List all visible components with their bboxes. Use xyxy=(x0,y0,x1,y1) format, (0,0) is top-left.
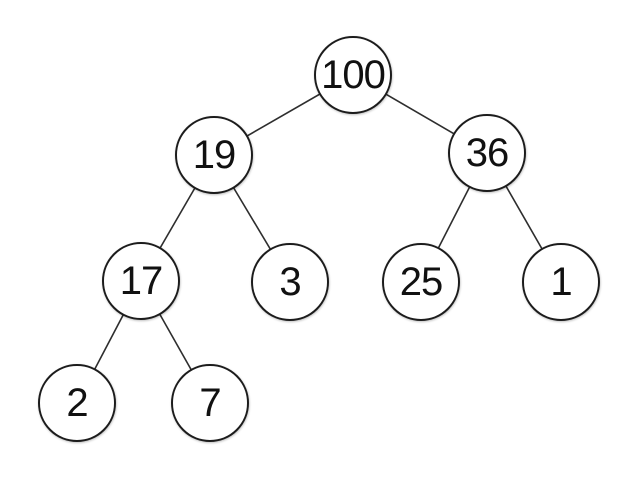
tree-node-1: 1 xyxy=(522,243,600,321)
tree-node-label: 2 xyxy=(66,380,88,425)
tree-node-label: 36 xyxy=(465,130,509,175)
tree-node-label: 3 xyxy=(279,259,301,304)
tree-node-19: 19 xyxy=(175,116,253,194)
tree-node-7: 7 xyxy=(171,364,249,442)
tree-node-label: 17 xyxy=(119,258,163,303)
tree-node-36: 36 xyxy=(448,114,526,192)
tree-node-label: 100 xyxy=(321,52,386,97)
tree-node-25: 25 xyxy=(382,243,460,321)
tree-node-3: 3 xyxy=(251,243,329,321)
tree-node-label: 7 xyxy=(199,380,221,425)
tree-node-label: 25 xyxy=(399,259,443,304)
tree-node-label: 1 xyxy=(550,259,572,304)
tree-node-label: 19 xyxy=(192,132,236,177)
tree-node-100: 100 xyxy=(314,36,392,114)
tree-node-2: 2 xyxy=(38,364,116,442)
tree-node-17: 17 xyxy=(102,242,180,320)
